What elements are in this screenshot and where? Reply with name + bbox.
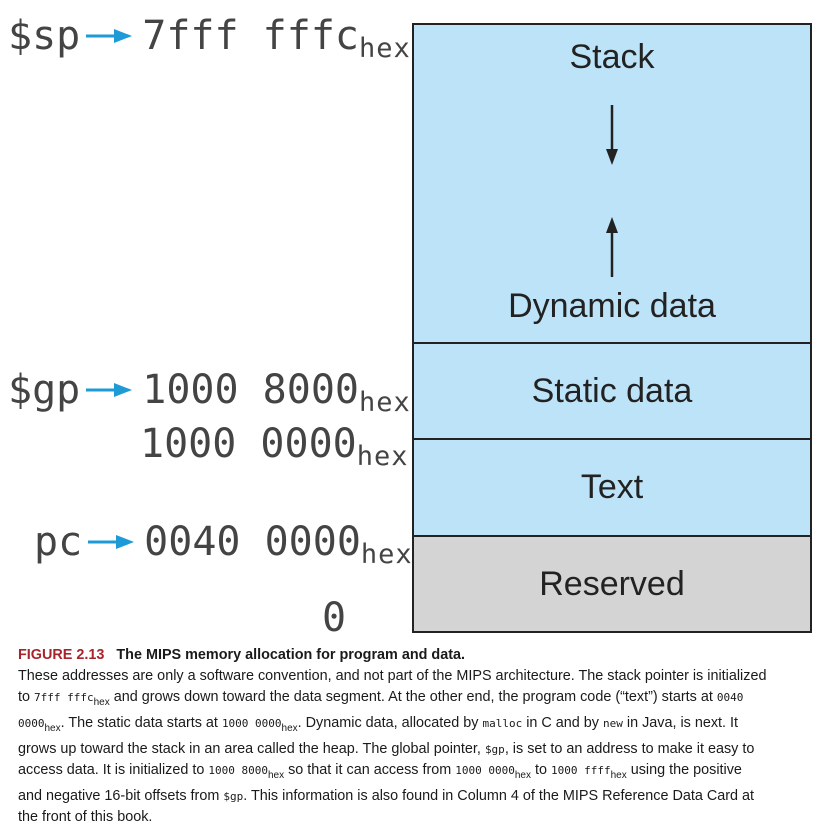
stack-label: Stack	[569, 38, 655, 76]
caption-code: malloc	[482, 716, 523, 730]
caption-code: 1000 ffff	[551, 763, 611, 777]
caption-subscript: hex	[44, 722, 61, 734]
caption-heading: FIGURE 2.13 The MIPS memory allocation fo…	[18, 645, 818, 666]
caption-line: to 7fff fffchex and grows down toward th…	[18, 687, 818, 713]
gp-register-label: $gp	[8, 367, 81, 413]
figure-number: FIGURE 2.13	[18, 647, 105, 663]
caption-subscript: hex	[267, 769, 285, 781]
pointer-arrow-icon	[86, 383, 133, 397]
caption-text: using the positive	[626, 761, 742, 778]
dynamic-data-label: Dynamic data	[508, 287, 716, 325]
caption-code: 1000 0000	[455, 763, 515, 777]
text-segment: Text	[412, 438, 812, 537]
sp-address-suffix: hex	[359, 32, 411, 64]
data-start-address-suffix: hex	[356, 440, 409, 472]
sp-address-value: 7fff fffc	[142, 13, 359, 59]
caption-code: 0040	[716, 691, 744, 704]
caption-code: 1000 0000	[221, 716, 282, 730]
caption-text: . This information is also found in Colu…	[243, 787, 755, 804]
static-data-segment: Static data	[412, 342, 812, 440]
gp-address-suffix: hex	[359, 386, 411, 418]
caption-subscript: hex	[514, 769, 531, 781]
zero-address-value: 0	[322, 595, 347, 641]
reserved-label: Reserved	[539, 564, 685, 603]
pc-address-suffix: hex	[360, 538, 413, 570]
caption-text: and grows down toward the data segment. …	[109, 689, 717, 705]
zero-address: 0	[322, 598, 346, 638]
caption-text: to	[18, 689, 34, 705]
caption-code: $gp	[484, 742, 505, 756]
caption-code: 1000 8000	[208, 763, 268, 777]
caption-line: access data. It is initialized to 1000 8…	[18, 760, 818, 786]
gp-address-value: 1000 8000	[142, 367, 359, 413]
caption-text: so that it can access from	[284, 761, 456, 778]
caption-line: and negative 16-bit offsets from $gp. Th…	[18, 786, 818, 807]
caption-subscript: hex	[610, 769, 627, 781]
caption-body: These addresses are only a software conv…	[18, 666, 818, 828]
data-start-address-value: 1000 0000	[140, 421, 357, 467]
caption-line: These addresses are only a software conv…	[18, 666, 818, 687]
caption-code: 0000	[18, 716, 45, 730]
stack-segment: Stack Dynamic data	[412, 23, 812, 344]
reserved-segment: Reserved	[412, 535, 812, 633]
caption-code: new	[603, 716, 623, 730]
caption-subscript: hex	[281, 722, 298, 734]
pc-address-value: 0040 0000	[144, 519, 361, 565]
caption-text: in Java, is next. It	[622, 714, 739, 731]
caption-code: $gp	[223, 789, 244, 803]
figure-caption: FIGURE 2.13 The MIPS memory allocation fo…	[18, 645, 818, 828]
caption-code: 7fff fffc	[34, 691, 94, 704]
pointer-arrow-icon	[88, 535, 135, 549]
caption-text: in C and by	[522, 714, 603, 731]
caption-text: the front of this book.	[18, 808, 153, 825]
caption-line: the front of this book.	[18, 807, 818, 828]
arrow-up-icon	[606, 217, 618, 277]
pc-register-label: pc	[34, 519, 83, 565]
caption-text: to	[531, 761, 551, 778]
text-label: Text	[580, 468, 644, 506]
figure-title: The MIPS memory allocation for program a…	[116, 647, 466, 663]
caption-line: grows up toward the stack in an area cal…	[18, 739, 818, 760]
caption-text: , is set to an address to make it easy t…	[504, 740, 755, 757]
caption-line: 0000hex. The static data starts at 1000 …	[18, 713, 818, 739]
caption-text: grows up toward the stack in an area cal…	[18, 740, 485, 757]
caption-text: . The static data starts at	[60, 714, 222, 731]
sp-register-label: $sp	[8, 13, 81, 59]
arrow-down-icon	[606, 105, 618, 165]
static-data-label: Static data	[531, 371, 693, 410]
caption-subscript: hex	[93, 696, 110, 708]
pointer-arrow-icon	[86, 29, 133, 43]
caption-text: and negative 16-bit offsets from	[18, 787, 224, 804]
caption-text: These addresses are only a software conv…	[18, 668, 767, 684]
caption-text: access data. It is initialized to	[18, 761, 209, 778]
caption-text: . Dynamic data, allocated by	[297, 714, 483, 731]
